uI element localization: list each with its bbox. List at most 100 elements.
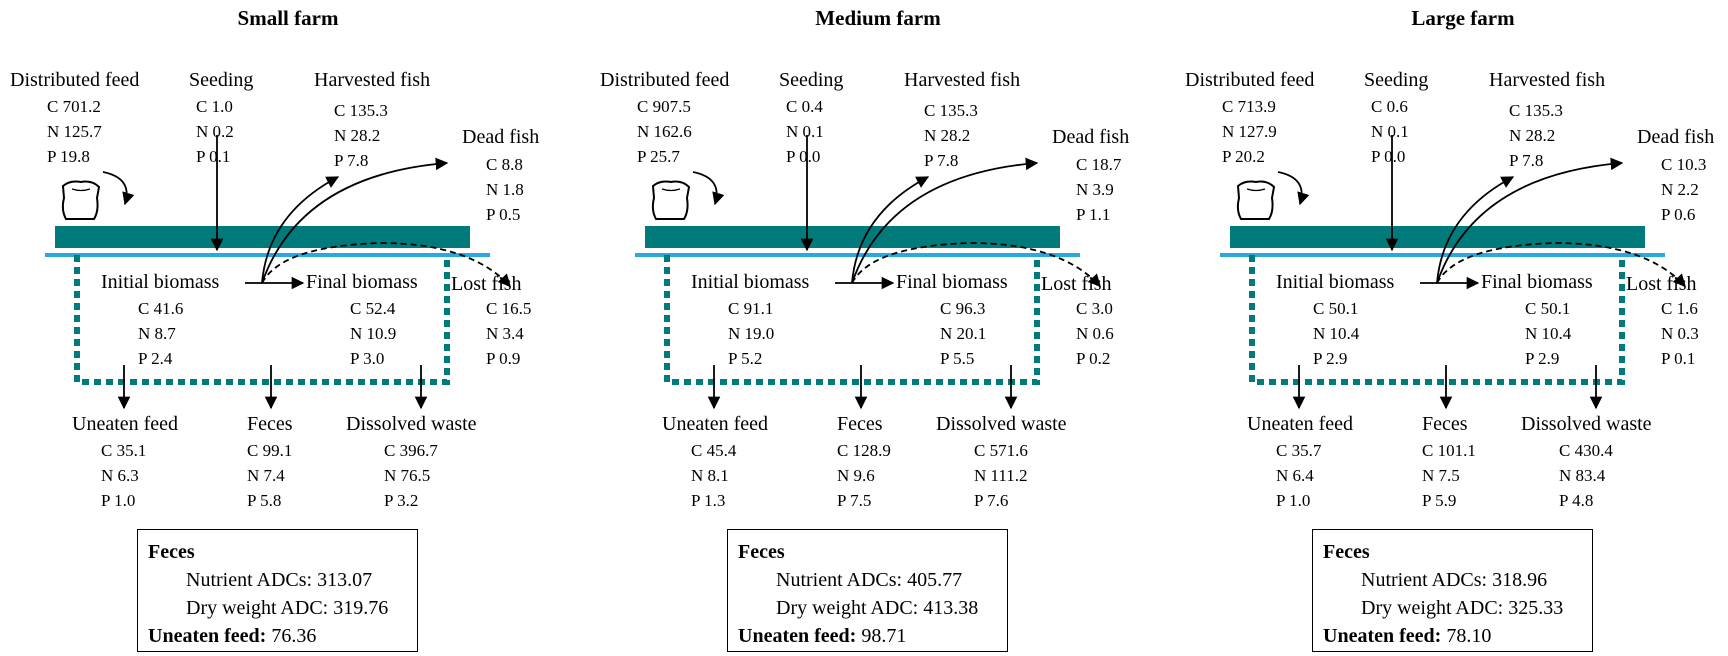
- dissolved-waste-label: Dissolved waste: [346, 413, 477, 435]
- nutrient-adc-label: Nutrient ADCs:: [186, 569, 313, 591]
- value-line: P 1.0: [1276, 491, 1311, 510]
- seeding-label: Seeding: [1364, 69, 1429, 91]
- dry-weight-adc-label: Dry weight ADC:: [186, 597, 329, 619]
- dry-weight-adc-label: Dry weight ADC:: [1361, 597, 1504, 619]
- value-line: C 35.7: [1276, 441, 1322, 460]
- value-line: C 571.6: [974, 441, 1028, 460]
- value-line: C 45.4: [691, 441, 737, 460]
- feed-bag-icon: [651, 180, 691, 220]
- feed-input-arrow: [692, 171, 725, 206]
- value-line: P 1.3: [691, 491, 726, 510]
- summary-heading: Feces: [148, 541, 195, 563]
- lost-fish-label: Lost fish: [1041, 273, 1112, 295]
- uneaten-feed-values: C 35.7 N 6.4 P 1.0: [1276, 438, 1321, 513]
- distributed-feed-values: C 701.2 N 125.7 P 19.8: [47, 94, 102, 169]
- value-line: P 25.7: [637, 147, 680, 166]
- value-line: P 7.8: [924, 151, 959, 170]
- final-biomass-label: Final biomass: [896, 271, 1008, 293]
- value-line: N 6.4: [1276, 466, 1314, 485]
- value-line: N 7.4: [247, 466, 285, 485]
- uneaten-feed-summary-value: 98.71: [861, 625, 907, 647]
- value-line: P 0.0: [1371, 147, 1406, 166]
- value-line: C 430.4: [1559, 441, 1613, 460]
- value-line: N 9.6: [837, 466, 875, 485]
- feed-input-arrow: [102, 171, 135, 206]
- value-line: C 0.6: [1371, 97, 1408, 116]
- value-line: P 1.0: [101, 491, 136, 510]
- value-line: C 50.1: [1525, 299, 1571, 318]
- dry-weight-adc-row: Dry weight ADC: 325.33: [1323, 594, 1592, 622]
- value-line: C 1.0: [196, 97, 233, 116]
- final-biomass-label: Final biomass: [1481, 271, 1593, 293]
- value-line: P 7.8: [334, 151, 369, 170]
- value-line: P 4.8: [1559, 491, 1594, 510]
- net-enclosure: [664, 255, 1040, 385]
- value-line: P 3.2: [384, 491, 419, 510]
- value-line: N 125.7: [47, 122, 102, 141]
- value-line: N 0.3: [1661, 324, 1699, 343]
- cage-structure: [55, 226, 470, 248]
- lost-fish-arrow: [261, 242, 511, 287]
- value-line: N 10.4: [1525, 324, 1572, 343]
- nutrient-adc-value: 313.07: [317, 569, 373, 591]
- value-line: P 0.2: [1076, 349, 1111, 368]
- value-line: N 28.2: [1509, 126, 1556, 145]
- feces-label: Feces: [837, 413, 883, 435]
- uneaten-feed-label: Uneaten feed: [72, 413, 179, 435]
- value-line: C 101.1: [1422, 441, 1476, 460]
- initial-biomass-label: Initial biomass: [1276, 271, 1395, 293]
- harvested-fish-label: Harvested fish: [904, 69, 1021, 91]
- harvest-arrow: [261, 176, 340, 284]
- value-line: C 701.2: [47, 97, 101, 116]
- value-line: C 52.4: [350, 299, 396, 318]
- summary-heading: Feces: [738, 541, 785, 563]
- value-line: N 19.0: [728, 324, 775, 343]
- dry-weight-adc-label: Dry weight ADC:: [776, 597, 919, 619]
- distributed-feed-label: Distributed feed: [1185, 69, 1315, 91]
- lost-fish-label: Lost fish: [1626, 273, 1697, 295]
- feces-label: Feces: [1422, 413, 1468, 435]
- value-line: P 3.0: [350, 349, 385, 368]
- feces-label: Feces: [247, 413, 293, 435]
- value-line: C 135.3: [924, 101, 978, 120]
- cage-structure: [645, 226, 1060, 248]
- uneaten-feed-summary-value: 78.10: [1446, 625, 1492, 647]
- value-line: N 10.4: [1313, 324, 1360, 343]
- seeding-label: Seeding: [779, 69, 844, 91]
- dead-fish-label: Dead fish: [462, 126, 540, 148]
- summary-box: Feces Nutrient ADCs: 313.07 Dry weight A…: [137, 529, 418, 652]
- value-line: P 7.8: [1509, 151, 1544, 170]
- value-line: C 10.3: [1661, 155, 1707, 174]
- feed-input-arrow: [1277, 171, 1310, 206]
- value-line: C 91.1: [728, 299, 774, 318]
- lost-fish-arrow: [851, 242, 1101, 287]
- value-line: N 111.2: [974, 466, 1028, 485]
- value-line: C 135.3: [1509, 101, 1563, 120]
- value-line: P 19.8: [47, 147, 90, 166]
- harvested-fish-label: Harvested fish: [314, 69, 431, 91]
- value-line: N 8.7: [138, 324, 176, 343]
- value-line: C 713.9: [1222, 97, 1276, 116]
- dead-fish-arrow: [261, 157, 449, 284]
- flow-diagram-graphic: [635, 135, 1101, 410]
- panel-title: Large farm: [1411, 6, 1515, 30]
- dissolved-waste-label: Dissolved waste: [1521, 413, 1652, 435]
- value-line: N 76.5: [384, 466, 431, 485]
- value-line: P 0.1: [196, 147, 231, 166]
- flow-diagram-graphic: [45, 135, 511, 410]
- value-line: P 0.6: [1661, 205, 1696, 224]
- value-line: C 35.1: [101, 441, 147, 460]
